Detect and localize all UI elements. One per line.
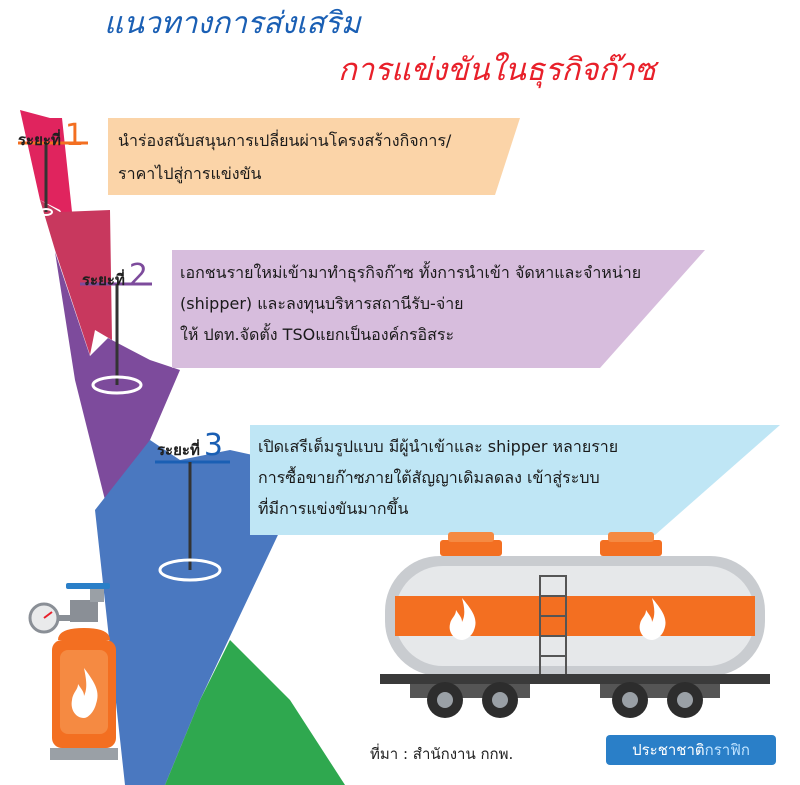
phase-1-number: 1 — [64, 118, 84, 153]
phase-1-line-1: นำร่องสนับสนุนการเปลี่ยนผ่านโครงสร้างกิจ… — [118, 131, 452, 150]
phase-2-line-1: เอกชนรายใหม่เข้ามาทำธุรกิจก๊าซ ทั้งการนำ… — [180, 263, 642, 282]
phase-3-description: เปิดเสรีเต็มรูปแบบ มีผู้นำเข้าและ shippe… — [258, 434, 618, 521]
phase-1-label-text: ระยะที่ — [18, 131, 61, 149]
arrow-segment-green — [165, 640, 345, 785]
rail-tank-car-icon — [380, 532, 770, 718]
phase-2-line-2: (shipper) และลงทุนบริหารสถานีรับ-จ่าย — [180, 294, 464, 313]
phase-3-marker — [155, 460, 230, 582]
flame-icon — [71, 668, 98, 718]
phase-1-marker — [18, 141, 88, 216]
brand-name: ประชาชาติ — [632, 741, 705, 759]
arrow-segment-pink — [40, 200, 112, 355]
title-line-2: การแข่งขันในธุรกิจก๊าซ — [338, 52, 656, 88]
phase-3-line-2: การซื้อขายก๊าซภายใต้สัญญาเดิมลดลง เข้าสู… — [258, 468, 600, 487]
phase-2-box — [172, 250, 705, 368]
arrow-segment-purple — [55, 252, 180, 520]
brand-suffix: กราฟิก — [704, 741, 750, 759]
phase-2-description: เอกชนรายใหม่เข้ามาทำธุรกิจก๊าซ ทั้งการนำ… — [180, 260, 641, 347]
phase-2-label-text: ระยะที่ — [82, 271, 125, 289]
phase-1-label: ระยะที่1 — [18, 118, 84, 153]
phase-1-line-2: ราคาไปสู่การแข่งขัน — [118, 164, 262, 183]
phase-2-label: ระยะที่2 — [82, 258, 148, 293]
phase-2-number: 2 — [128, 258, 148, 293]
source-credit: ที่มา : สำนักงาน กกพ. — [370, 745, 514, 763]
phase-2-line-3: ให้ ปตท.จัดตั้ง TSOแยกเป็นองค์กรอิสระ — [180, 325, 455, 344]
title-line-1: แนวทางการส่งเสริม — [104, 6, 361, 41]
phase-3-box — [250, 425, 780, 535]
phase-2-marker — [80, 282, 152, 395]
phase-3-line-3: ที่มีการแข่งขันมากขึ้น — [258, 499, 409, 518]
phase-3-label-text: ระยะที่ — [157, 441, 200, 459]
phase-1-description: นำร่องสนับสนุนการเปลี่ยนผ่านโครงสร้างกิจ… — [118, 128, 451, 186]
gas-cylinder-icon — [28, 583, 118, 760]
phase-3-number: 3 — [203, 428, 223, 463]
brand-badge: ประชาชาติกราฟิก — [606, 735, 776, 765]
phase-1-box — [108, 118, 520, 195]
phase-3-label: ระยะที่3 — [157, 428, 223, 463]
phase-3-line-1: เปิดเสรีเต็มรูปแบบ มีผู้นำเข้าและ shippe… — [258, 437, 619, 456]
